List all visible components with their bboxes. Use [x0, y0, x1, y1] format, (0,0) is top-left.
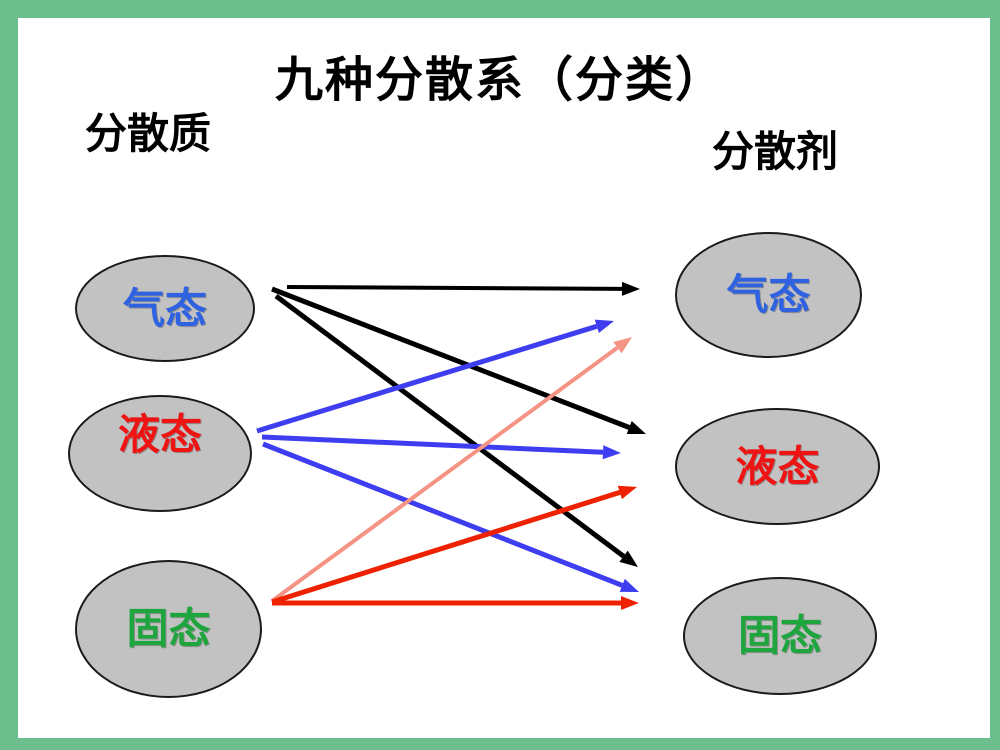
node-dispersant-gas: 气态: [675, 232, 862, 358]
left-column-label: 分散质: [85, 109, 212, 158]
node-label-dispersate-gas: 气态: [122, 283, 207, 333]
node-dispersant-solid: 固态: [683, 577, 877, 695]
node-label-dispersate-solid: 固态: [126, 604, 211, 653]
node-dispersate-liquid: 液态: [68, 395, 252, 512]
node-label-dispersant-liquid: 液态: [735, 441, 820, 491]
node-label-dispersant-gas: 气态: [726, 270, 811, 319]
slide-title: 九种分散系（分类）: [274, 52, 725, 108]
node-label-dispersate-liquid: 液态: [117, 409, 202, 459]
node-dispersate-solid: 固态: [75, 560, 262, 698]
node-dispersant-liquid: 液态: [675, 408, 880, 525]
node-dispersate-gas: 气态: [75, 255, 255, 362]
node-label-dispersant-solid: 固态: [737, 611, 822, 660]
right-column-label: 分散剂: [712, 127, 839, 176]
